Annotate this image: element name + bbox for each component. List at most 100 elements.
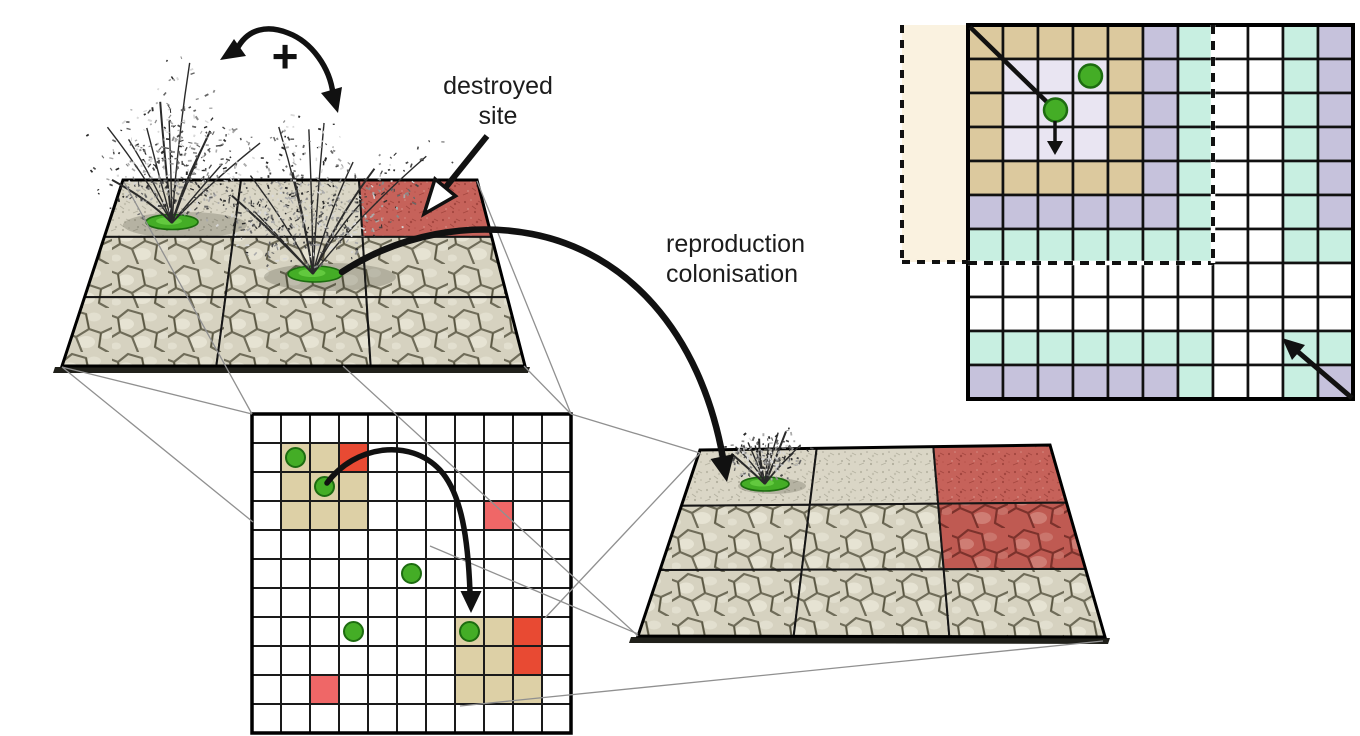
grid-cell	[338, 558, 369, 589]
ring-cell	[966, 125, 1005, 163]
grid-cell	[425, 413, 456, 444]
ring-cell	[1106, 363, 1145, 401]
ring-cell	[1106, 159, 1145, 197]
grid-cell	[367, 645, 398, 676]
grid-cell	[251, 413, 282, 444]
ring-cell	[1211, 227, 1250, 265]
grid-cell	[396, 616, 427, 647]
ring-cell	[1316, 91, 1355, 129]
soil-tile	[942, 567, 1107, 639]
plant-dot	[401, 563, 422, 584]
ring-cell	[1001, 261, 1040, 299]
grid-cell	[541, 703, 572, 734]
ring-cell	[1176, 159, 1215, 197]
grid-cell	[251, 558, 282, 589]
grid-cell	[425, 674, 456, 705]
seed-dispersal-arrow	[324, 447, 473, 595]
grid-border	[966, 23, 1355, 401]
grid-cell	[541, 529, 572, 560]
grid-cell	[454, 442, 485, 473]
grid-cell	[280, 558, 311, 589]
destroyed-cell	[309, 674, 340, 705]
grid-cell	[367, 674, 398, 705]
grid-cell	[483, 413, 514, 444]
grid-cell	[396, 529, 427, 560]
neighborhood-cell	[309, 500, 340, 531]
grid-cell	[280, 674, 311, 705]
destroyed-cell	[483, 500, 514, 531]
soil-tile	[792, 568, 951, 638]
zoom-guide-line	[476, 180, 572, 415]
ring-cell	[1001, 23, 1040, 61]
ring-cell	[1281, 57, 1320, 95]
shrub-stem	[312, 155, 427, 275]
platform-edge	[629, 637, 1110, 644]
ring-cell	[1106, 329, 1145, 367]
grid-cell	[309, 558, 340, 589]
shrub	[202, 113, 454, 275]
ring-cell	[1316, 193, 1355, 231]
grid-cell	[425, 703, 456, 734]
ring-cell	[1281, 159, 1320, 197]
grid-cell	[541, 674, 572, 705]
grid-cell	[425, 616, 456, 647]
grid-cell	[512, 413, 543, 444]
ring-cell	[1246, 261, 1285, 299]
grid-cell	[367, 500, 398, 531]
ring-cell	[1071, 23, 1110, 61]
shrub	[85, 56, 276, 224]
shrub-stem	[171, 62, 191, 224]
shrub-stem	[127, 138, 173, 224]
grid-cell	[251, 500, 282, 531]
shrub-stem	[171, 142, 261, 224]
zoom-guide-line	[544, 452, 701, 619]
grid-cell	[338, 587, 369, 618]
ring-cell	[1106, 23, 1145, 61]
landscape-back	[629, 427, 1110, 644]
grid-cell	[396, 500, 427, 531]
ring-cell	[1246, 159, 1285, 197]
ring-cell	[1036, 261, 1075, 299]
ring-cell	[1036, 193, 1075, 231]
reproduction-arrow	[338, 226, 727, 462]
ring-cell	[1001, 329, 1040, 367]
grid-cell	[280, 616, 311, 647]
neighborhood-cell	[483, 616, 514, 647]
ring-cell	[1001, 91, 1040, 129]
ring-cell	[1211, 363, 1250, 401]
reproduction-label-line1: reproduction	[666, 230, 805, 258]
grid-cell	[309, 616, 340, 647]
grid-cell	[541, 587, 572, 618]
ring-cell	[1176, 57, 1215, 95]
grid-cell	[367, 616, 398, 647]
ring-cell	[1281, 23, 1320, 61]
neighborhood-cell	[338, 500, 369, 531]
grid-cell	[483, 587, 514, 618]
ring-cell	[1246, 23, 1285, 61]
local-dispersal-arrowhead	[1047, 141, 1063, 155]
soil-tile	[658, 503, 811, 571]
grid-cell	[483, 703, 514, 734]
ring-cell	[1036, 227, 1075, 265]
grid-cell	[396, 587, 427, 618]
grid-cell	[454, 413, 485, 444]
soil-tile	[365, 296, 527, 367]
plant-dot	[343, 621, 364, 642]
grid-cell	[541, 645, 572, 676]
platform-border	[59, 178, 527, 368]
ring-cell	[1211, 193, 1250, 231]
ring-cell	[1071, 363, 1110, 401]
destroyed-site-tile	[937, 501, 1087, 571]
destroyed-site-label-line1: destroyed	[443, 72, 553, 100]
grid-cell	[541, 558, 572, 589]
ring-cell	[1001, 193, 1040, 231]
grid-cell	[309, 529, 340, 560]
destroyed-cell	[512, 645, 543, 676]
soil-tile	[680, 447, 818, 507]
grid-cell	[251, 471, 282, 502]
ring-cell	[1036, 363, 1075, 401]
ring-cell	[1141, 193, 1180, 231]
ring-cell	[1141, 295, 1180, 333]
